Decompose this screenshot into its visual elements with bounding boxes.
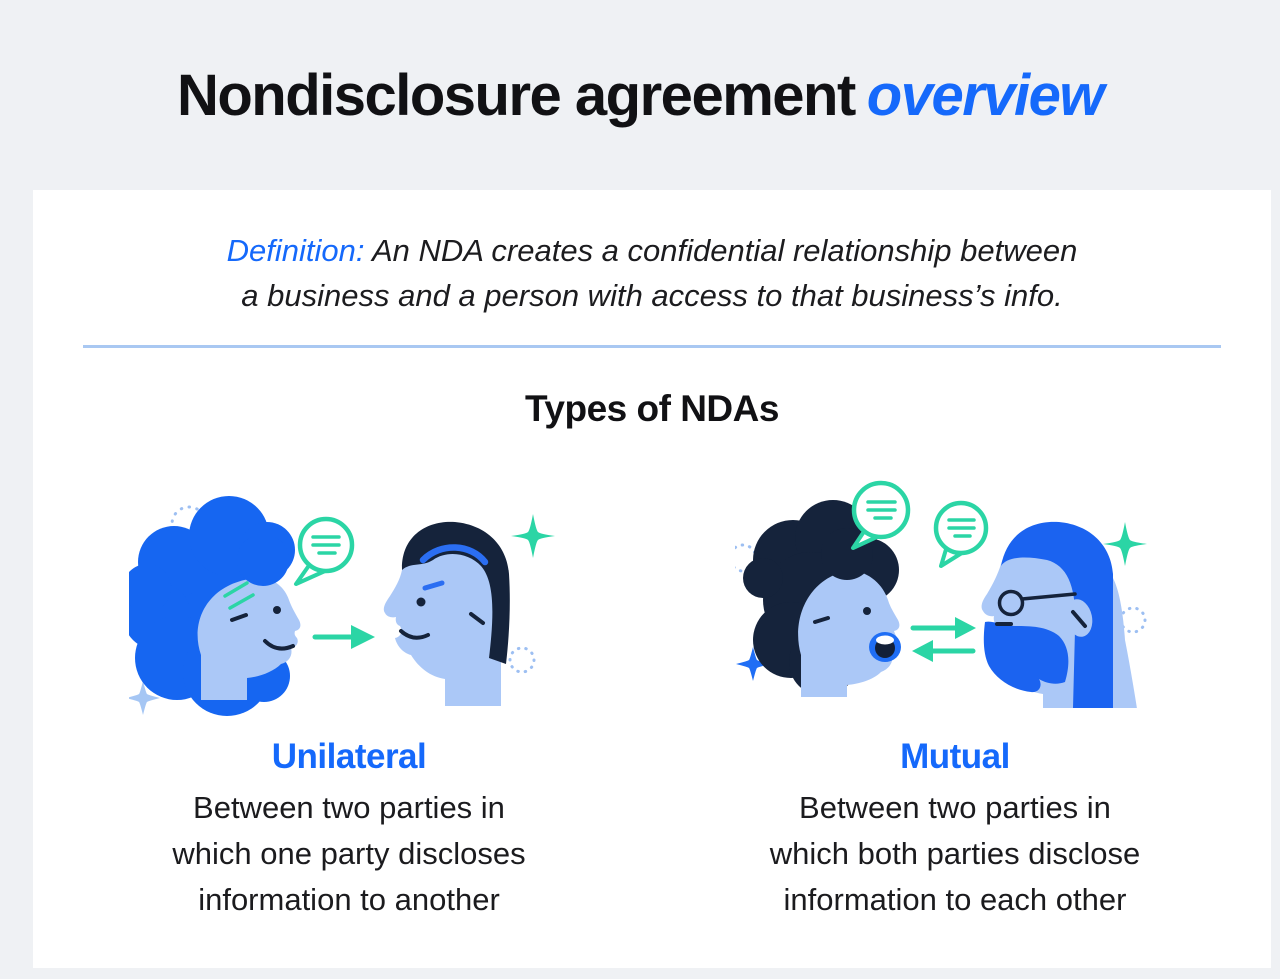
eye (416, 597, 426, 607)
type-column-mutual: Mutual Between two parties in which both… (685, 470, 1225, 923)
type-description-unilateral: Between two parties in which one party d… (172, 785, 525, 923)
definition-text: Definition: An NDA creates a confidentia… (33, 190, 1271, 318)
description-line: which one party discloses (172, 836, 526, 871)
mutual-illustration (735, 480, 1147, 708)
sparkle-icon (129, 681, 160, 715)
listening-man (383, 521, 510, 706)
ear-line (813, 616, 830, 624)
section-heading: Types of NDAs (525, 388, 779, 429)
eye (273, 606, 281, 614)
sparkle-icon (1103, 522, 1147, 566)
type-name-unilateral: Unilateral (271, 737, 427, 776)
dotted-circle-icon (508, 646, 536, 674)
content-card: Definition: An NDA creates a confidentia… (33, 190, 1271, 968)
glasses-icon (997, 589, 1025, 617)
hair-streak (419, 544, 489, 566)
description-line: information to another (198, 882, 500, 917)
eye (863, 607, 871, 615)
description-line: information to each other (783, 882, 1127, 917)
ear-line (230, 613, 248, 622)
speaking-woman (743, 500, 901, 697)
description-line: Between two parties in (193, 790, 505, 825)
hairpin-lines (223, 581, 255, 610)
type-column-unilateral: Unilateral Between two parties in which … (79, 470, 619, 923)
open-mouth (869, 632, 901, 662)
speaking-woman (129, 496, 301, 716)
page-title-main: Nondisclosure agreement (176, 62, 856, 128)
face (798, 570, 900, 697)
type-description-mutual: Between two parties in which both partie… (770, 785, 1140, 923)
ear-line (1071, 610, 1087, 628)
description-line: Between two parties in (799, 790, 1111, 825)
ear-line (469, 612, 485, 625)
unilateral-illustration (129, 496, 555, 716)
arrow-right-icon (312, 625, 375, 649)
blue-hair (1001, 521, 1113, 708)
definition-line2: a business and a person with access to t… (241, 278, 1063, 313)
definition-label: Definition: (226, 233, 372, 268)
smile (399, 629, 430, 640)
sparkle-icon (511, 514, 555, 558)
face (383, 529, 501, 706)
speech-bubble-icon (294, 516, 355, 586)
definition-line1: An NDA creates a confidential relationsh… (371, 233, 1078, 268)
divider-line (83, 345, 1221, 348)
hair-curl (237, 534, 289, 586)
types-row: Unilateral Between two parties in which … (33, 470, 1271, 923)
bearded-man (981, 521, 1137, 708)
dotted-circle-icon (1119, 606, 1147, 634)
glasses-temple (1020, 592, 1077, 601)
description-line: which both parties disclose (769, 836, 1141, 871)
speech-bubble-icon (933, 500, 989, 568)
smile (263, 639, 295, 651)
type-name-mutual: Mutual (900, 737, 1010, 776)
eyebrow (422, 580, 445, 591)
page-title-accent: overview (866, 62, 1105, 128)
exchange-arrows-icon (910, 617, 976, 662)
sparkle-icon (736, 647, 770, 681)
beard (983, 621, 1069, 693)
speech-bubble-icon (851, 480, 911, 550)
